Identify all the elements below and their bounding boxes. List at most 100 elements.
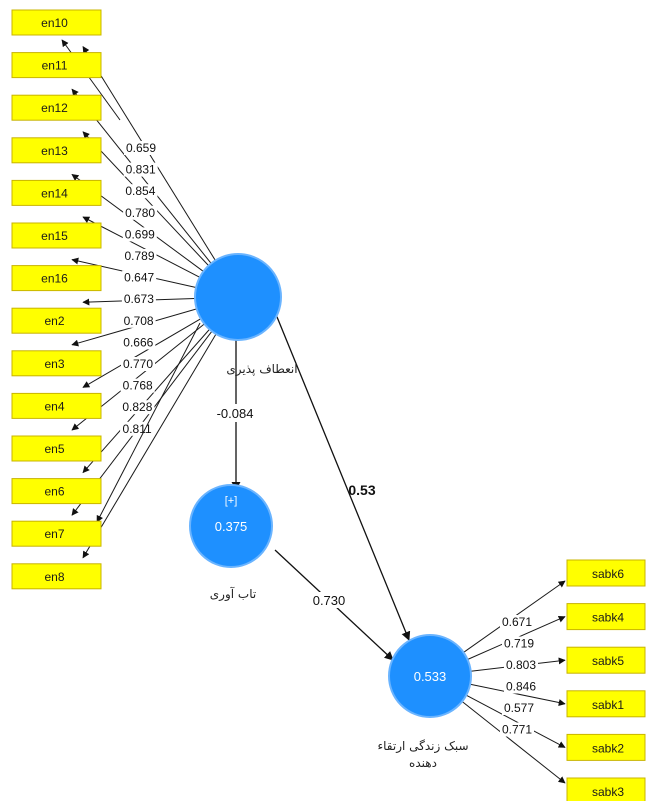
loading-value: 0.831 (126, 163, 156, 177)
indicator-label: sabk2 (592, 741, 624, 755)
loading-value: 0.846 (506, 680, 536, 694)
indicator-label: sabk3 (592, 785, 624, 799)
indicator-label: en5 (44, 442, 64, 456)
loading-value: 0.671 (502, 615, 532, 629)
loading-value: 0.803 (506, 658, 536, 672)
indicator-en7[interactable]: en7 (11, 520, 102, 547)
indicator-label: sabk6 (592, 567, 624, 581)
indicator-en4[interactable]: en4 (11, 392, 102, 419)
indicator-sabk4[interactable]: sabk4 (566, 603, 646, 631)
indicator-box[interactable] (11, 9, 102, 36)
indicator-box[interactable] (11, 265, 102, 292)
indicator-label: en2 (44, 314, 64, 328)
loading-value: 0.673 (124, 292, 154, 306)
indicator-en12[interactable]: en12 (11, 94, 102, 121)
indicator-label: sabk1 (592, 698, 624, 712)
latent-resilience-circle[interactable] (189, 484, 273, 568)
latent-lifestyle-circle[interactable] (388, 634, 472, 718)
loading-label-bg (123, 162, 158, 177)
indicator-label: en7 (44, 527, 64, 541)
indicator-label: en10 (41, 16, 68, 30)
indicator-en8[interactable]: en8 (11, 563, 102, 590)
indicator-en3[interactable]: en3 (11, 350, 102, 377)
loading-value: 0.768 (123, 379, 153, 393)
latent-lifestyle-label-line2: دهنده (409, 756, 437, 770)
indicator-sabk5[interactable]: sabk5 (566, 646, 646, 674)
loading-label-bg (122, 270, 157, 285)
indicator-box[interactable] (11, 478, 102, 505)
indicator-box[interactable] (11, 137, 102, 164)
indicator-en11[interactable]: en11 (11, 52, 102, 79)
indicator-box[interactable] (566, 603, 646, 631)
latent-resilience-label: تاب آوری (210, 586, 256, 602)
indicator-sabk6[interactable]: sabk6 (566, 559, 646, 587)
path-label-bg-adapt-resil (208, 404, 262, 422)
indicator-en15[interactable]: en15 (11, 222, 102, 249)
indicator-en6[interactable]: en6 (11, 478, 102, 505)
path-coefficient-adapt-lifestyle: 0.53 (348, 482, 375, 498)
indicator-box[interactable] (11, 392, 102, 419)
indicator-label: en12 (41, 101, 68, 115)
latent-adaptability-circle[interactable] (194, 253, 282, 341)
indicator-sabk1[interactable]: sabk1 (566, 690, 646, 718)
indicator-en5[interactable]: en5 (11, 435, 102, 462)
loading-value: 0.699 (125, 227, 155, 241)
loading-label-bg (504, 679, 538, 694)
loading-edge-en15 (82, 216, 201, 278)
loading-value: 0.659 (126, 141, 156, 155)
indicator-box[interactable] (11, 435, 102, 462)
indicator-box[interactable] (11, 563, 102, 590)
loading-edge-sabk3 (461, 701, 566, 784)
indicator-box[interactable] (11, 307, 102, 334)
loading-value: 0.811 (123, 422, 152, 436)
path-coefficient-adapt-resilience: -0.084 (217, 406, 254, 421)
indicator-sabk2[interactable]: sabk2 (566, 733, 646, 761)
latent-lifestyle-r2: 0.533 (414, 669, 447, 684)
indicator-label: sabk4 (592, 611, 624, 625)
loading-value: 0.780 (125, 206, 155, 220)
indicator-en16[interactable]: en16 (11, 265, 102, 292)
indicator-en13[interactable]: en13 (11, 137, 102, 164)
indicator-box[interactable] (566, 690, 646, 718)
latent-resilience-tag: [+] (225, 495, 238, 507)
indicator-box[interactable] (11, 94, 102, 121)
indicator-box[interactable] (566, 559, 646, 587)
indicator-box[interactable] (11, 520, 102, 547)
loading-label-bg (500, 615, 534, 629)
loading-label-bg (121, 313, 156, 328)
indicator-box[interactable] (566, 777, 646, 801)
loading-value: 0.719 (504, 637, 534, 651)
loading-edge-sabk2 (466, 694, 566, 748)
loading-label-bg (123, 205, 158, 220)
indicator-label: en16 (41, 272, 68, 286)
indicator-box[interactable] (11, 350, 102, 377)
loading-edge-en13 (82, 131, 209, 266)
indicator-en10[interactable]: en10 (11, 9, 102, 36)
indicator-en14[interactable]: en14 (11, 179, 102, 206)
loading-value: 0.771 (502, 723, 532, 737)
loading-label-bg (120, 378, 155, 393)
loading-value: 0.770 (123, 357, 153, 371)
latent-resilience-r2: 0.375 (215, 519, 248, 534)
indicator-box[interactable] (566, 646, 646, 674)
indicator-box[interactable] (11, 222, 102, 249)
indicator-en2[interactable]: en2 (11, 307, 102, 334)
indicator-sabk3[interactable]: sabk3 (566, 777, 646, 801)
loading-edge-en8 (82, 333, 217, 559)
loading-label-bg (122, 227, 157, 242)
indicator-label: sabk5 (592, 654, 624, 668)
path-adapt-to-lifestyle (274, 311, 411, 641)
indicator-box[interactable] (11, 52, 102, 79)
path-coefficient-resilience-lifestyle: 0.730 (313, 593, 346, 608)
loading-label-bg (502, 636, 536, 651)
indicator-label: en13 (41, 144, 68, 158)
loading-value: 0.828 (122, 400, 152, 414)
loading-edge-extra (96, 322, 201, 523)
adaptability-indicators: en10 en11 en12 en13 en14 en15 en16 en2 en3 en4 en5… (11, 9, 102, 590)
indicator-box[interactable] (566, 733, 646, 761)
loading-label-bg (124, 141, 158, 155)
loading-value: 0.854 (125, 184, 155, 198)
latent-adaptability-label: انعطاف پذیری (226, 362, 297, 377)
indicator-box[interactable] (11, 179, 102, 206)
